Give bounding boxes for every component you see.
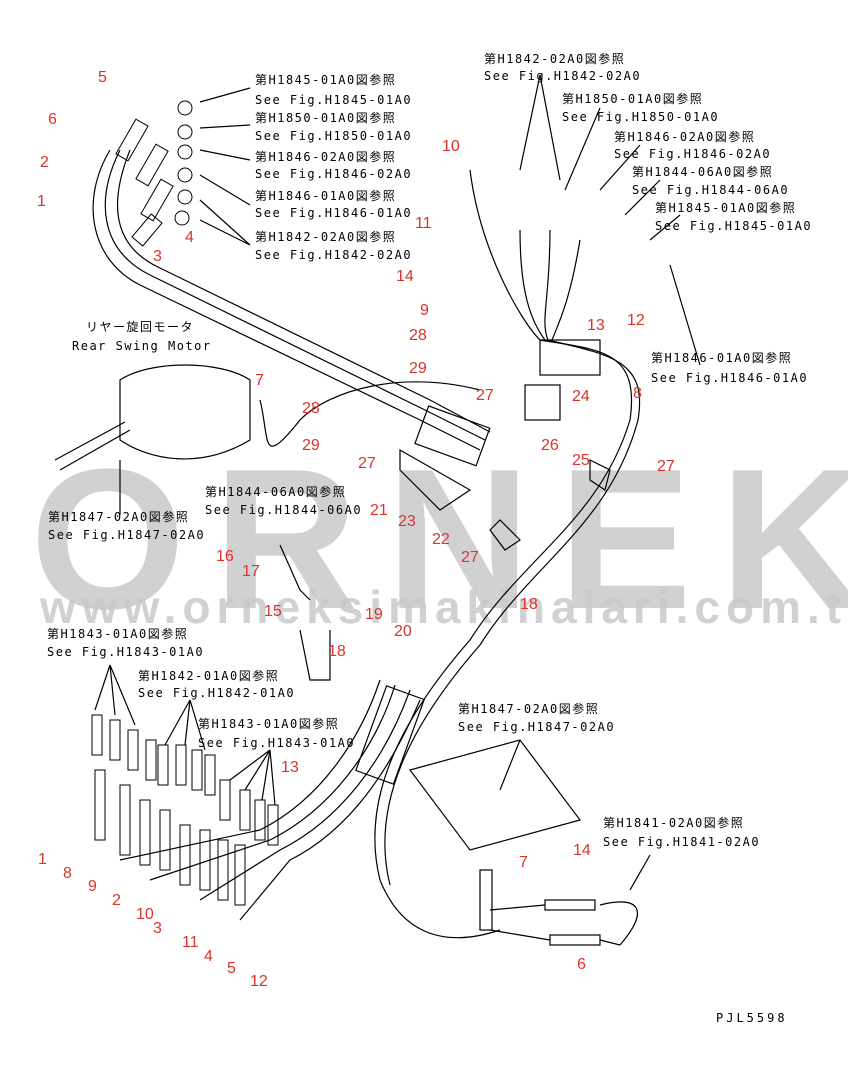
part-number: 21 bbox=[370, 502, 388, 519]
ref-jp: 第H1843-01A0図参照 bbox=[198, 717, 340, 731]
part-number: 25 bbox=[572, 452, 590, 469]
ref-en: See Fig.H1850-01A0 bbox=[255, 129, 413, 143]
part-number: 26 bbox=[541, 437, 559, 454]
ref-jp: 第H1846-02A0図参照 bbox=[614, 130, 756, 144]
ref-en: See Fig.H1842-02A0 bbox=[255, 248, 413, 262]
part-number: 8 bbox=[633, 385, 642, 402]
ref-jp: 第H1846-01A0図参照 bbox=[255, 189, 397, 203]
part-number: 2 bbox=[40, 154, 49, 171]
ref-jp: 第H1850-01A0図参照 bbox=[255, 111, 397, 125]
part-number: 11 bbox=[182, 934, 199, 951]
ref-jp: 第H1842-02A0図参照 bbox=[484, 52, 626, 66]
part-number: 13 bbox=[281, 759, 299, 776]
part-number: 27 bbox=[657, 458, 675, 475]
ref-jp: 第H1843-01A0図参照 bbox=[47, 627, 189, 641]
part-number: 17 bbox=[242, 563, 260, 580]
ref-en: See Fig.H1842-01A0 bbox=[138, 686, 296, 700]
ref-en: See Fig.H1841-02A0 bbox=[603, 835, 761, 849]
watermark-url: www.orneksimakinalari.com.tr bbox=[40, 581, 848, 633]
ref-en: See Fig.H1846-01A0 bbox=[651, 371, 809, 385]
part-number: 15 bbox=[264, 603, 282, 620]
ref-en: See Fig.H1845-01A0 bbox=[255, 93, 413, 107]
ref-jp: 第H1845-01A0図参照 bbox=[255, 73, 397, 87]
part-number: 14 bbox=[396, 268, 414, 285]
motor-label-en: Rear Swing Motor bbox=[72, 339, 212, 353]
part-number: 7 bbox=[519, 854, 528, 871]
ref-jp: 第H1842-01A0図参照 bbox=[138, 669, 280, 683]
part-number: 20 bbox=[394, 623, 412, 640]
part-number: 28 bbox=[302, 400, 320, 417]
ref-jp: 第H1841-02A0図参照 bbox=[603, 816, 745, 830]
ref-en: See Fig.H1846-02A0 bbox=[614, 147, 772, 161]
part-number: 10 bbox=[136, 906, 154, 923]
part-number: 6 bbox=[48, 111, 57, 128]
ref-jp: 第H1844-06A0図参照 bbox=[632, 165, 774, 179]
part-number: 6 bbox=[577, 956, 586, 973]
part-number: 29 bbox=[302, 437, 320, 454]
part-number: 12 bbox=[627, 312, 645, 329]
ref-en: See Fig.H1843-01A0 bbox=[47, 645, 205, 659]
part-number: 29 bbox=[409, 360, 427, 377]
ref-jp: 第H1845-01A0図参照 bbox=[655, 201, 797, 215]
part-number: 8 bbox=[63, 865, 72, 882]
part-number: 14 bbox=[573, 842, 591, 859]
part-number: 5 bbox=[227, 960, 236, 977]
ref-en: See Fig.H1846-02A0 bbox=[255, 167, 413, 181]
part-number: 27 bbox=[358, 455, 376, 472]
ref-en: See Fig.H1847-02A0 bbox=[458, 720, 616, 734]
ref-jp: 第H1847-02A0図参照 bbox=[48, 510, 190, 524]
ref-en: See Fig.H1844-06A0 bbox=[632, 183, 790, 197]
ref-en: See Fig.H1844-06A0 bbox=[205, 503, 363, 517]
part-number: 10 bbox=[442, 138, 460, 155]
ref-jp: 第H1850-01A0図参照 bbox=[562, 92, 704, 106]
ref-jp: 第H1842-02A0図参照 bbox=[255, 230, 397, 244]
ref-jp: 第H1847-02A0図参照 bbox=[458, 702, 600, 716]
ref-en: See Fig.H1842-02A0 bbox=[484, 69, 642, 83]
part-number: 9 bbox=[88, 878, 97, 895]
part-number: 9 bbox=[420, 302, 429, 319]
part-number: 12 bbox=[250, 973, 268, 990]
ref-jp: 第H1846-02A0図参照 bbox=[255, 150, 397, 164]
part-number: 3 bbox=[153, 248, 162, 265]
part-number: 19 bbox=[365, 606, 383, 623]
part-number: 23 bbox=[398, 513, 416, 530]
ref-en: See Fig.H1847-02A0 bbox=[48, 528, 206, 542]
part-number: 4 bbox=[204, 948, 213, 965]
motor-label-jp: リヤー旋回モータ bbox=[86, 320, 195, 334]
part-number: 18 bbox=[520, 596, 538, 613]
part-number: 3 bbox=[153, 920, 162, 937]
part-number: 2 bbox=[112, 892, 121, 909]
ref-jp: 第H1844-06A0図参照 bbox=[205, 485, 347, 499]
part-number: 1 bbox=[38, 851, 47, 868]
part-number: 11 bbox=[415, 215, 432, 232]
ref-en: See Fig.H1843-01A0 bbox=[198, 736, 356, 750]
part-number: 22 bbox=[432, 531, 450, 548]
ref-en: See Fig.H1845-01A0 bbox=[655, 219, 813, 233]
drawing-code: PJL5598 bbox=[716, 1011, 788, 1025]
part-number: 7 bbox=[255, 372, 264, 389]
part-number: 27 bbox=[476, 387, 494, 404]
part-number: 1 bbox=[37, 193, 46, 210]
ref-en: See Fig.H1850-01A0 bbox=[562, 110, 720, 124]
ref-en: See Fig.H1846-01A0 bbox=[255, 206, 413, 220]
part-number: 24 bbox=[572, 388, 590, 405]
ref-jp: 第H1846-01A0図参照 bbox=[651, 351, 793, 365]
part-number: 18 bbox=[328, 643, 346, 660]
part-number: 5 bbox=[98, 69, 107, 86]
part-number: 13 bbox=[587, 317, 605, 334]
part-number: 27 bbox=[461, 549, 479, 566]
part-number: 16 bbox=[216, 548, 234, 565]
part-number: 28 bbox=[409, 327, 427, 344]
part-number: 4 bbox=[185, 229, 194, 246]
